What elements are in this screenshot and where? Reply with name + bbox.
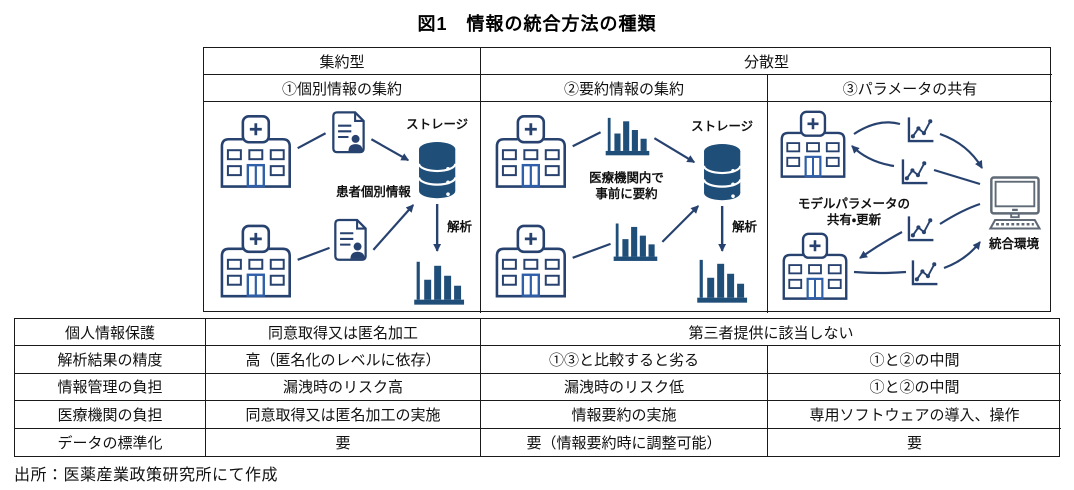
group-header-distributed: 分散型 — [481, 48, 1052, 75]
flow-arrow — [939, 132, 983, 169]
patient-record-icon — [332, 111, 365, 154]
cell-method2: 情報要約の実施 — [481, 401, 768, 429]
cell-method2: 要（情報要約時に調整可能） — [481, 428, 768, 456]
desktop-computer-icon — [989, 176, 1041, 230]
flow-arrow — [653, 137, 696, 164]
panel-summary-aggregation: 医療機関内で 事前に要約 ストレージ 解析 — [481, 102, 768, 313]
parameter-line-chart-icon — [901, 158, 929, 185]
flow-arrow — [943, 241, 981, 270]
source-note: 出所：医薬産業政策研究所にて作成 — [14, 467, 279, 484]
flow-arrow — [661, 205, 700, 243]
parameter-line-chart-icon — [907, 215, 935, 242]
cell-method3: ①と②の中間 — [768, 346, 1061, 374]
group-header-aggregated: 集約型 — [204, 48, 481, 75]
row-label: 情報管理の負担 — [15, 373, 206, 402]
cell-method1: 高（匿名化のレベルに依存） — [206, 346, 481, 374]
flow-arrow — [859, 231, 903, 259]
method-header-1: ①個別情報の集約 — [204, 75, 481, 102]
analysis-label: 解析 — [731, 219, 757, 234]
panel2-diagram: 医療機関内で 事前に要約 ストレージ 解析 — [495, 114, 758, 304]
cell-method3: ①と②の中間 — [768, 374, 1061, 402]
row-label: 医療機関の負担 — [15, 401, 206, 429]
analysis-label: 解析 — [446, 219, 472, 234]
flow-line — [572, 242, 611, 259]
cell-method2: ①③と比較すると劣る — [481, 346, 768, 374]
hospital-icon — [782, 232, 848, 300]
cell-method3: 専用ソフトウェアの導入、操作 — [768, 401, 1061, 429]
cell-aggregated: 同意取得又は匿名加工 — [206, 319, 481, 347]
method-header-3: ③パラメータの共有 — [768, 75, 1052, 102]
model-parameter-label-line2: 共有・更新 — [827, 212, 882, 227]
bar-chart-icon — [413, 260, 466, 306]
panel1-diagram: 患者個別情報 ストレージ 解析 — [220, 111, 473, 306]
parameter-line-chart-icon — [911, 259, 939, 286]
model-parameter-label-line1: モデルパラメータの — [798, 196, 910, 211]
database-cylinder-icon — [417, 140, 457, 200]
cell-method3: 要 — [906, 435, 922, 452]
patient-record-icon — [334, 218, 367, 261]
hospital-icon — [780, 110, 846, 178]
methods-table: 集約型 分散型 ①個別情報の集約 ②要約情報の集約 ③パラメータの共有 患者個別… — [203, 47, 1052, 313]
parameter-line-chart-icon — [907, 116, 935, 143]
cell-method1: 漏洩時のリスク高 — [206, 373, 481, 402]
flow-line — [297, 132, 327, 150]
flow-line — [853, 270, 907, 275]
panel-parameter-sharing: モデルパラメータの 共有・更新 統合環境 — [768, 102, 1052, 313]
cell-method2: 漏洩時のリスク低 — [481, 373, 768, 402]
row-label: データの標準化 — [15, 428, 206, 456]
comparison-table: 個人情報保護 同意取得又は匿名加工 第三者提供に該当しない 解析結果の精度 高（… — [14, 318, 1061, 457]
figure-title: 図1 情報の統合方法の種類 — [417, 14, 657, 34]
method-header-2: ②要約情報の集約 — [481, 75, 768, 102]
integration-env-label: 統合環境 — [988, 236, 1040, 251]
patient-data-label: 患者個別情報 — [336, 184, 411, 199]
hospital-icon — [220, 114, 292, 188]
panel3-diagram: モデルパラメータの 共有・更新 統合環境 — [780, 110, 1041, 300]
bar-chart-icon — [696, 258, 749, 304]
panel-individual-aggregation: 患者個別情報 ストレージ 解析 — [204, 102, 481, 313]
cell-method1: 同意取得又は匿名加工の実施 — [206, 401, 481, 429]
flow-arrow — [372, 204, 415, 251]
row-label: 個人情報保護 — [15, 319, 206, 347]
row-label: 解析結果の精度 — [15, 346, 206, 374]
bar-chart-icon — [604, 116, 651, 157]
presummary-label-line1: 医療機関内で — [589, 170, 664, 185]
flow-line — [933, 168, 981, 186]
storage-label: ストレージ — [406, 117, 469, 131]
hospital-icon — [495, 114, 567, 188]
flow-line — [853, 121, 901, 135]
presummary-label-line2: 事前に要約 — [595, 186, 657, 201]
bar-chart-icon — [612, 222, 659, 262]
database-cylinder-icon — [702, 142, 742, 202]
flow-arrow — [370, 138, 410, 162]
flow-line — [939, 202, 981, 225]
hospital-icon — [495, 224, 567, 298]
storage-label: ストレージ — [691, 119, 754, 133]
flow-line — [572, 131, 602, 148]
flow-arrow — [851, 145, 895, 168]
flow-line — [297, 246, 330, 261]
hospital-icon — [220, 224, 292, 298]
cell-method1: 要 — [206, 428, 481, 456]
cell-distributed-merged: 第三者提供に該当しない — [481, 319, 1061, 347]
